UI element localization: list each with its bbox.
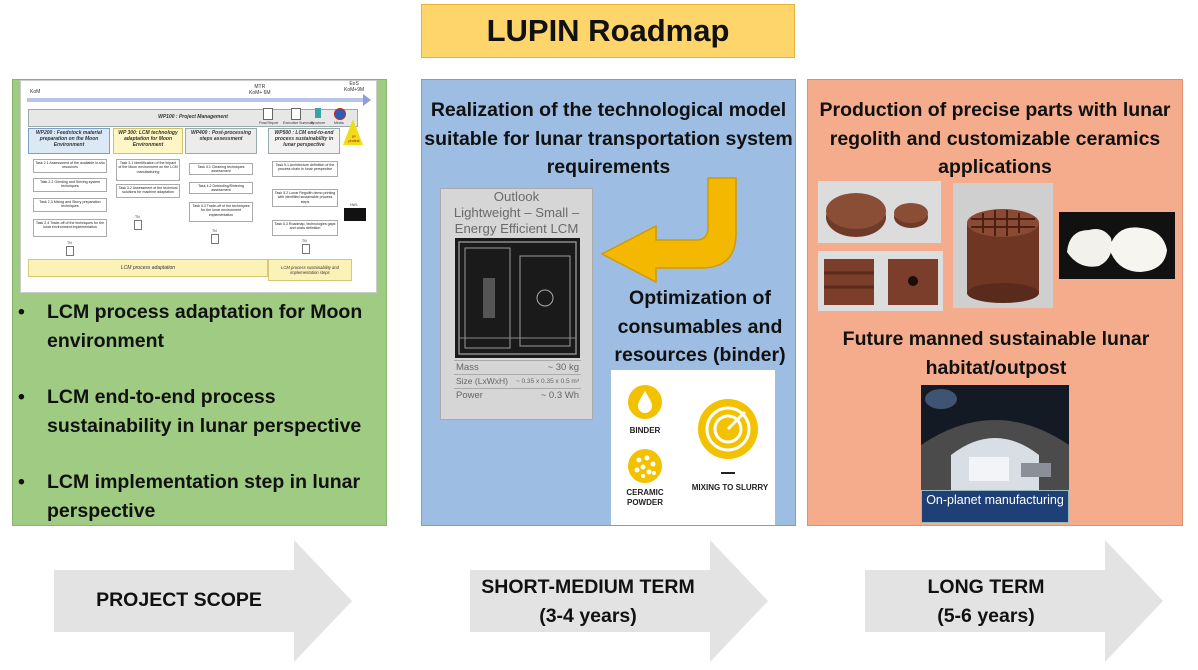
binder-label: BINDER [629, 426, 661, 435]
scope-bullet-1: LCM process adaptation for Moon environm… [18, 298, 384, 355]
mixing-icon [698, 399, 758, 459]
dental-crowns-photo [1059, 212, 1175, 279]
task-5-2: Task 5.2 Lunar Regolith demo printing wi… [272, 189, 338, 207]
spec-value: ~ 0.35 x 0.35 x 0.5 m³ [511, 374, 581, 389]
task-3-1: Task 3.1 Identification of the impact of… [116, 159, 180, 181]
tn-document-icon [66, 246, 74, 256]
task-4-2: Task 4.2 Debinding/Sintering assessment [189, 182, 253, 194]
timeline-sub-short: (3-4 years) [539, 605, 637, 627]
ip-protect-label: IP protect [348, 135, 360, 144]
binder-icon [628, 385, 662, 419]
task-2-3: Task 2.3 Mixing and Slurry preparation t… [33, 198, 107, 212]
executive-summary-icon [291, 108, 301, 120]
optimization-headline: Optimization of consumables and resource… [614, 287, 786, 366]
final-report-label: Final Report [259, 121, 279, 125]
timeline-label-long: LONG TERM [927, 576, 1045, 598]
brochure-label: Brochure [311, 121, 326, 125]
habitat-caption: On-planet manufacturing [921, 490, 1069, 523]
ip-warning-icon [343, 119, 363, 145]
wp300-tn-label: TN [135, 215, 140, 219]
project-gantt-diagram: KoM MTR KoM+ 6M EoS KoM+9M WP100 : Proje… [20, 80, 377, 293]
curved-arrow-icon [600, 177, 737, 284]
final-report-icon [263, 108, 273, 120]
timeline-arrow-long [865, 540, 1163, 662]
spec-label: Size (LxWxH) [454, 374, 512, 389]
tn-document-icon [134, 220, 142, 230]
spec-value: ~ 0.3 Wh [511, 388, 581, 402]
wp200-tn-label: TN [67, 241, 72, 245]
lcm-device-photo [455, 238, 580, 358]
device-spec-table: Mass ~ 30 kg Size (LxWxH) ~ 0.35 x 0.35 … [454, 360, 581, 402]
scope-bullet-3: LCM implementation step in lunar perspec… [18, 468, 384, 525]
roadmap-title: LUPIN Roadmap [421, 4, 795, 58]
tn-document-icon [302, 244, 310, 254]
task-5-3: Task 5.3 Roadmap, technologies gaps and … [272, 220, 338, 236]
milestone-mtr: MTR KoM+ 6M [249, 84, 271, 96]
task-3-2: Task 3.2 Assessment of the technical sol… [116, 184, 180, 198]
task-4-3: Task 4.3 Trade-off of the techniques for… [189, 202, 253, 222]
spec-value: ~ 30 kg [511, 360, 581, 375]
hw1-label: HW1 [350, 203, 358, 207]
wp400-tn-label: TN [212, 229, 217, 233]
media-label: Media [334, 121, 344, 125]
wp500-label: WP500 : LCM end-to-end process sustainab… [274, 130, 334, 148]
task-2-2: Task 2.2 Grinding and Sieving system tec… [33, 178, 107, 192]
tn-document-icon [211, 234, 219, 244]
wp100-label: WP100 : Project Management [158, 114, 228, 121]
brochure-icon [315, 108, 321, 118]
ceramic-powder-label: CERAMIC POWDER [626, 488, 664, 507]
milestone-kom: KoM [30, 89, 41, 95]
short-term-headline: Realization of the technological model s… [424, 99, 793, 178]
wp300-label: WP 300: LCM technology adaptation for Mo… [118, 130, 178, 148]
task-5-1: Task 5.1 Architecture definition of the … [272, 161, 338, 177]
lunar-habitat-photo [921, 385, 1069, 490]
ceramic-bars-photo [818, 251, 943, 311]
milestone-eos: EoS KoM+9M [344, 81, 365, 93]
executive-summary-label: Executive Summary [283, 121, 315, 125]
project-scope-list: LCM process adaptation for Moon environm… [18, 298, 384, 525]
wp400-label: WP400 : Post-processing steps assessment [190, 130, 251, 142]
task-2-4: Task 2.4 Trade-off of the techniques for… [33, 219, 107, 237]
spec-label: Power [454, 388, 512, 402]
timeline-arrow-scope [54, 540, 352, 662]
timeline-label-short: SHORT-MEDIUM TERM [481, 576, 695, 598]
ceramic-lattice-photo [953, 183, 1053, 308]
long-term-headline: Production of precise parts with lunar r… [819, 99, 1171, 178]
consumables-card: BINDER CERAMIC POWDER MIXING TO SLURRY [611, 370, 775, 525]
hardware-photo [344, 208, 366, 221]
mixing-divider [721, 472, 735, 474]
mixing-label: MIXING TO SLURRY [691, 483, 769, 492]
timeline-arrow-short [470, 540, 768, 662]
lcm-sustainability-bar: LCM process sustainability and implement… [268, 259, 352, 281]
ceramic-discs-photo [818, 181, 941, 243]
media-icon [334, 108, 346, 120]
spec-label: Mass [454, 360, 512, 375]
wp500-tn-label: TN [302, 239, 307, 243]
task-4-1: Task 4.1 Cleaning techniques assessment [189, 163, 253, 175]
device-caption: Outlook Lightweight – Small – Energy Eff… [453, 189, 580, 236]
ceramic-powder-icon [628, 449, 662, 483]
scope-bullet-2: LCM end-to-end process sustainability in… [18, 383, 384, 440]
future-habitat-headline: Future manned sustainable lunar habitat/… [842, 328, 1150, 379]
wp200-label: WP200 : Feedstock material preparation o… [35, 130, 103, 148]
timeline-label-scope: PROJECT SCOPE [96, 589, 262, 611]
lcm-adaptation-bar: LCM process adaptation [28, 259, 268, 277]
timeline-sub-long: (5-6 years) [937, 605, 1035, 627]
task-2-1: Task 2.1 Assessment of the available in-… [33, 159, 107, 173]
